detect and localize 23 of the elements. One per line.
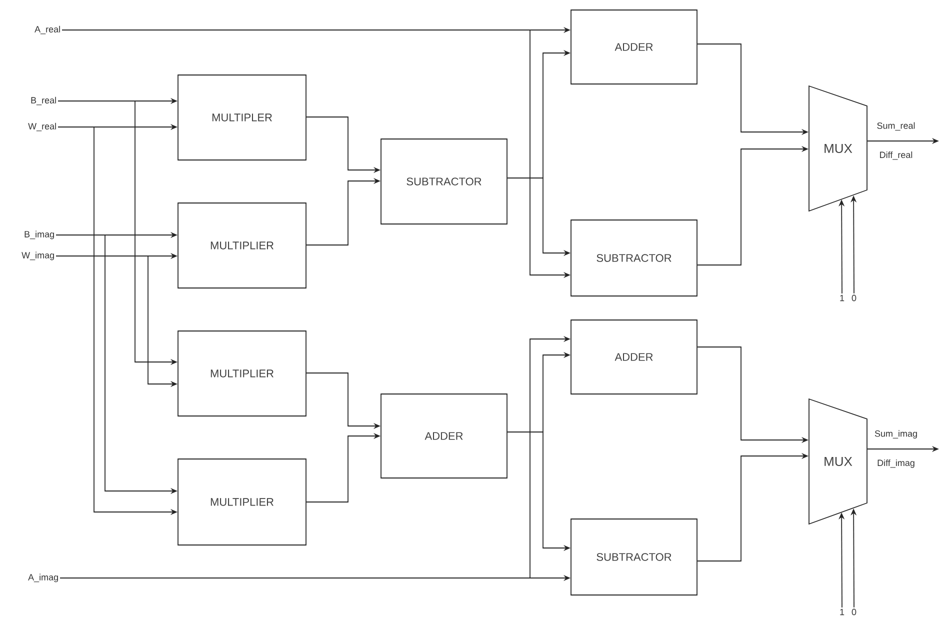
process-box: ADDER: [570, 320, 698, 394]
signal-name: B_imag: [24, 230, 54, 240]
process-box: SUBTRACTOR: [380, 138, 508, 224]
process-box: SUBTRACTOR: [570, 220, 698, 296]
process-box: MULTIPLER: [178, 74, 306, 160]
select-value: 1: [840, 608, 844, 616]
process-box: ADDER: [570, 10, 698, 84]
process-box: ADDER: [380, 394, 508, 478]
signal-label: Diff_real: [880, 151, 912, 160]
signal-label: Sum_real: [877, 122, 915, 131]
select-value: 0: [852, 294, 856, 302]
signal-label: Diff_imag: [878, 459, 914, 468]
signal-name: W_imag: [22, 252, 54, 260]
process-box: MULTIPLIER: [178, 458, 306, 546]
process-box: MULTIPLIER: [178, 202, 306, 288]
select-value: 1: [840, 294, 844, 302]
signal-name: A_real: [34, 26, 60, 34]
signal-name: B_real: [31, 96, 56, 106]
signal-name: W_real: [28, 122, 56, 132]
signal-name: A_imag: [28, 574, 58, 582]
process-box: SUBTRACTOR: [570, 518, 698, 596]
select-value: 0: [852, 608, 856, 616]
process-box: MULTIPLIER: [178, 330, 306, 416]
